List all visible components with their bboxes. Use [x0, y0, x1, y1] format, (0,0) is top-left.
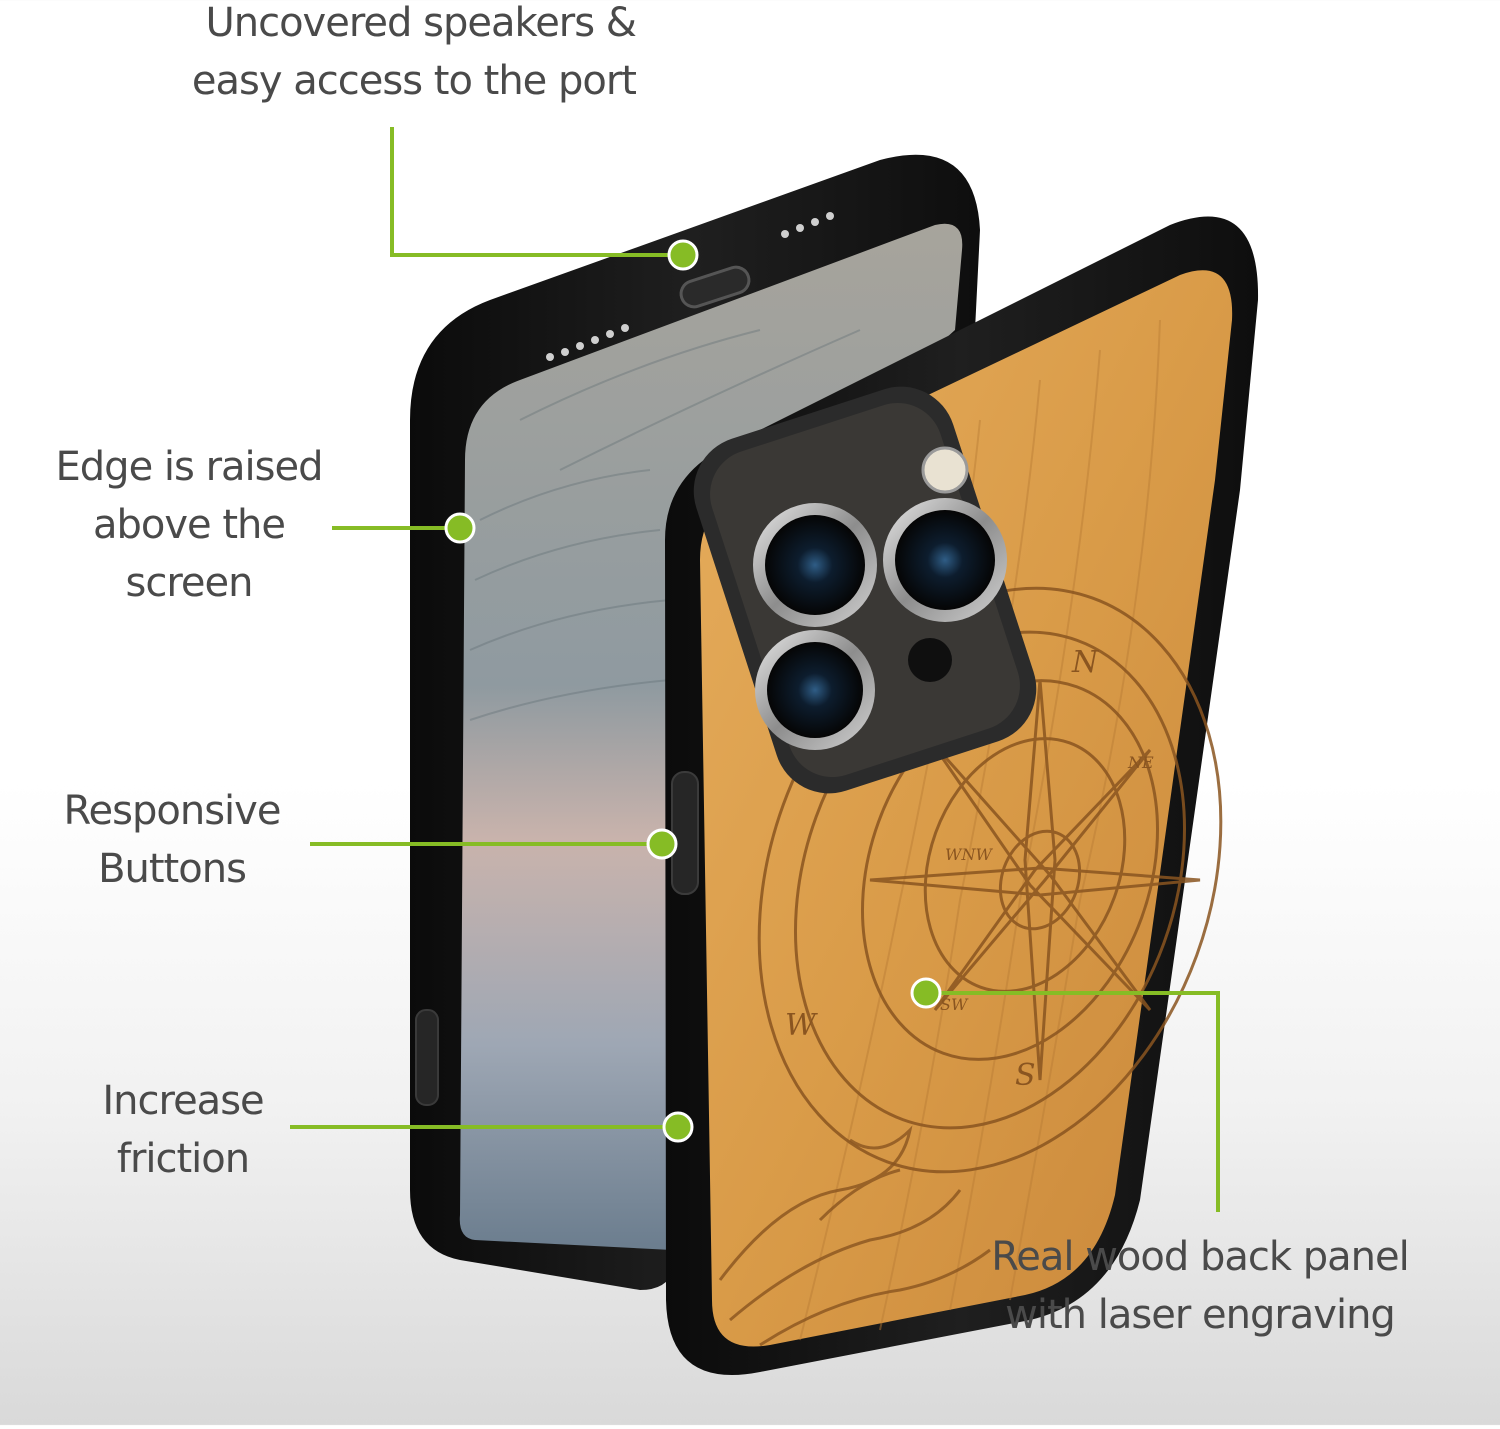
callout-edge-line2: above the [92, 502, 286, 548]
side-button-back-phone [671, 771, 699, 895]
compass-engraving [757, 586, 1223, 1174]
callout-buttons-line1: Responsive [63, 788, 282, 834]
callout-raised-edge: Edge is raised above the screen [30, 438, 348, 612]
dot-friction [662, 1111, 694, 1143]
dot-wood [910, 977, 942, 1009]
lens-2 [895, 510, 995, 610]
compass-label-sw: SW [940, 995, 969, 1014]
wood-back-phone: N NE S W SW WNW [665, 216, 1259, 1375]
camera-lenses [753, 446, 1007, 750]
callout-edge-line1: Edge is raised [55, 444, 324, 490]
callout-speakers-line1: Uncovered speakers & [205, 0, 637, 46]
callout-buttons-line2: Buttons [98, 846, 247, 892]
callout-responsive-buttons: Responsive Buttons [40, 782, 304, 898]
wave-engraving [718, 1125, 991, 1347]
callout-speakers-line2: easy access to the port [191, 58, 637, 104]
callout-wood-line2: with laser engraving [1005, 1292, 1396, 1338]
callout-speakers-port: Uncovered speakers & easy access to the … [172, 0, 637, 110]
flash [921, 446, 969, 494]
lens-3 [767, 642, 863, 738]
screen-display [459, 223, 963, 1250]
dot-edge [444, 512, 476, 544]
callout-wood-panel: Real wood back panel with laser engravin… [960, 1228, 1440, 1344]
callout-lines [290, 127, 1220, 1212]
callout-dots [444, 239, 942, 1143]
compass-label-ne: NE [1127, 753, 1154, 772]
speaker-grille-left [546, 324, 629, 361]
speaker-grille-right [781, 212, 834, 238]
callout-wood-line1: Real wood back panel [991, 1234, 1409, 1280]
callout-increase-friction: Increase friction [70, 1072, 296, 1188]
lidar-sensor [908, 638, 952, 682]
side-button-front-phone [415, 1009, 439, 1106]
leader-line-speakers [390, 127, 683, 257]
lens-1 [765, 515, 865, 615]
compass-letters: N NE S W SW WNW [785, 645, 1154, 1093]
dot-buttons [646, 828, 678, 860]
compass-label-w: W [785, 1008, 818, 1043]
dot-speakers [667, 239, 699, 271]
callout-friction-line1: Increase [102, 1078, 264, 1124]
charging-port [679, 265, 751, 309]
callout-friction-line2: friction [116, 1136, 250, 1182]
compass-label-s: S [1015, 1058, 1036, 1093]
callout-edge-line3: screen [125, 560, 254, 606]
leader-line-wood [926, 991, 1220, 1212]
compass-label-wnw: WNW [945, 845, 993, 864]
compass-label-n: N [1071, 645, 1100, 680]
screen-stone-texture [469, 329, 861, 721]
